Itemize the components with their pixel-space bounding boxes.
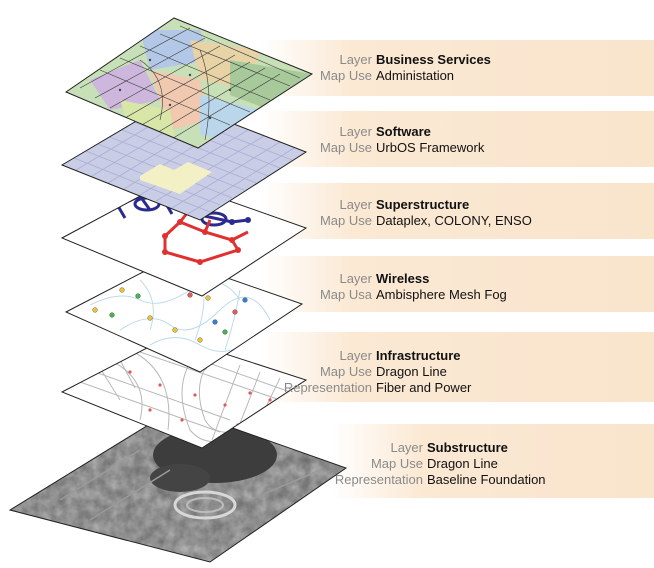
layer-key: Layer: [339, 271, 372, 286]
layer-key: Layer: [339, 52, 372, 67]
label-wireless: Layer Wireless Map Usa Ambisphere Mesh Fog: [318, 271, 507, 303]
layer-infrastructure-map: [60, 335, 308, 449]
map-use-value: Dragon Line: [427, 456, 498, 471]
label-software: Layer Software Map Use UrbOS Framework: [318, 124, 484, 156]
map-use-value: Dragon Line: [376, 364, 447, 379]
label-substructure: Layer Substructure Map Use Dragon Line Rep…: [333, 440, 546, 488]
layer-name: Software: [376, 124, 431, 139]
map-use-key: Map Use: [319, 140, 372, 155]
layer-business-services-map: [64, 17, 314, 149]
representation-value: Fiber and Power: [376, 380, 472, 395]
layer-software-map: [60, 99, 308, 221]
layer-key: Layer: [390, 440, 423, 455]
band-infrastructure: [260, 332, 654, 402]
label-superstructure: Layer Superstructure Map Use Dataplex, COL…: [318, 197, 532, 229]
map-use-value: UrbOS Framework: [376, 140, 485, 155]
representation-key: Representation: [334, 472, 423, 487]
band-substructure: [330, 424, 654, 498]
layer-name: Business Services: [376, 52, 491, 67]
layer-key: Layer: [339, 124, 372, 139]
map-use-value: Administation: [376, 68, 455, 83]
layer-name: Wireless: [376, 271, 430, 286]
map-use-key: Map Use: [319, 68, 372, 83]
layer-key: Layer: [339, 348, 372, 363]
band-business-services: [260, 40, 654, 96]
layer-superstructure-map: [60, 179, 308, 297]
band-superstructure: [260, 183, 654, 239]
map-use-value: Dataplex, COLONY, ENSO: [376, 213, 532, 228]
map-use-value: Ambisphere Mesh Fog: [376, 287, 507, 302]
representation-key: Representation: [283, 380, 372, 395]
highlight-block: [140, 162, 212, 194]
map-use-key: Map Use: [319, 213, 372, 228]
layer-name: Infrastructure: [376, 348, 461, 363]
band-wireless: [260, 256, 654, 312]
label-infrastructure: Layer Infrastructure Map Use Dragon Line R…: [282, 348, 472, 396]
representation-value: Baseline Foundation: [427, 472, 546, 487]
layer-key: Layer: [339, 197, 372, 212]
label-business-services: Layer Business Services Map Use Administat…: [318, 52, 491, 84]
band-software: [260, 111, 654, 167]
layer-name: Substructure: [427, 440, 508, 455]
layer-name: Superstructure: [376, 197, 470, 212]
map-use-key: Map Usa: [319, 287, 372, 302]
map-use-key: Map Use: [319, 364, 372, 379]
map-use-key: Map Use: [370, 456, 423, 471]
